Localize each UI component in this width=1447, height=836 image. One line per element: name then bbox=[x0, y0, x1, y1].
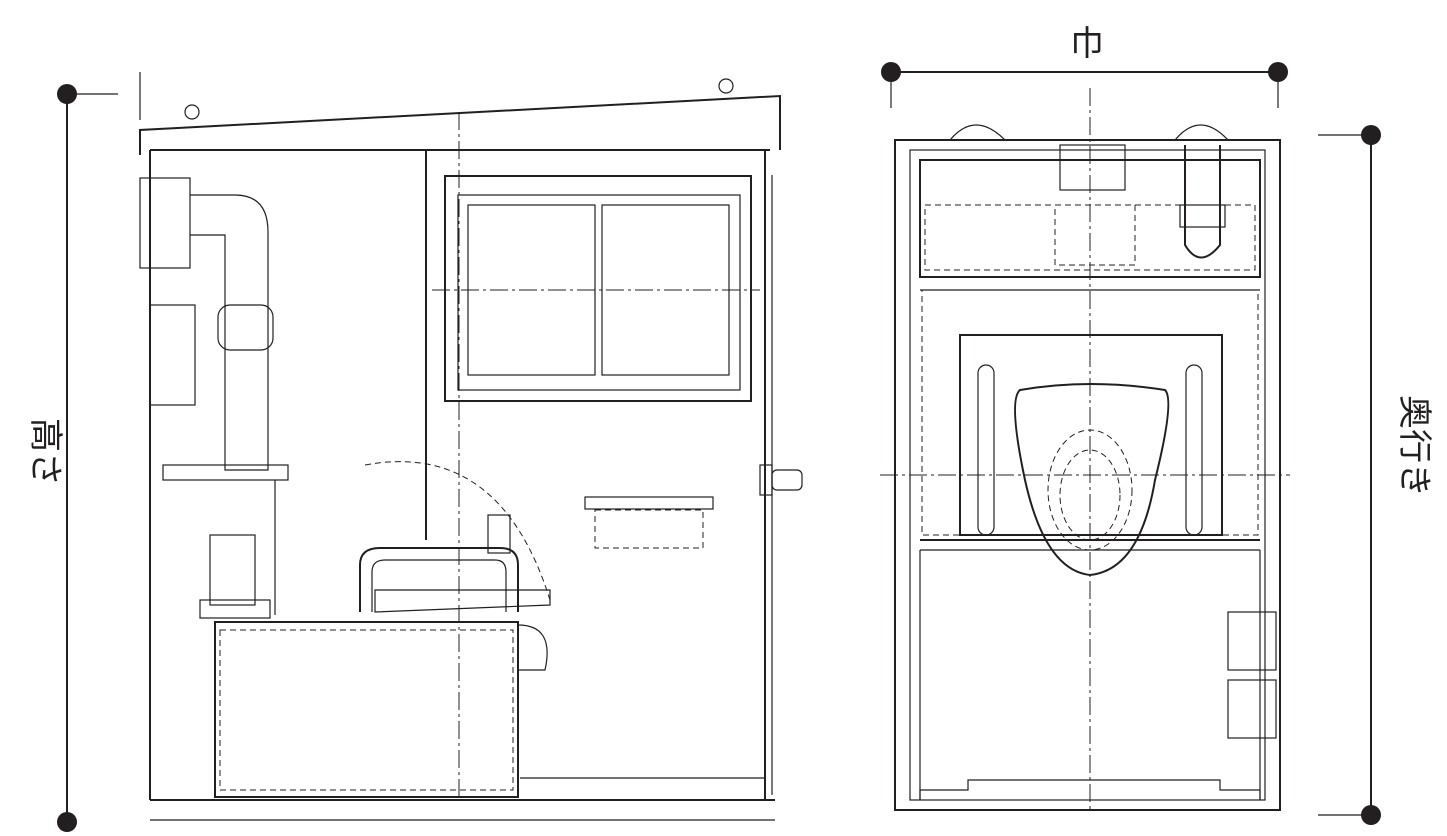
height-dimension bbox=[57, 72, 141, 832]
width-label: 巾 bbox=[1070, 24, 1104, 64]
width-dimension bbox=[881, 62, 1288, 108]
side-elevation bbox=[139, 78, 803, 821]
depth-dimension bbox=[1318, 125, 1381, 825]
height-label: 高さ bbox=[25, 418, 65, 486]
depth-label: 奥行き bbox=[1394, 395, 1434, 497]
plan-view bbox=[880, 88, 1290, 811]
